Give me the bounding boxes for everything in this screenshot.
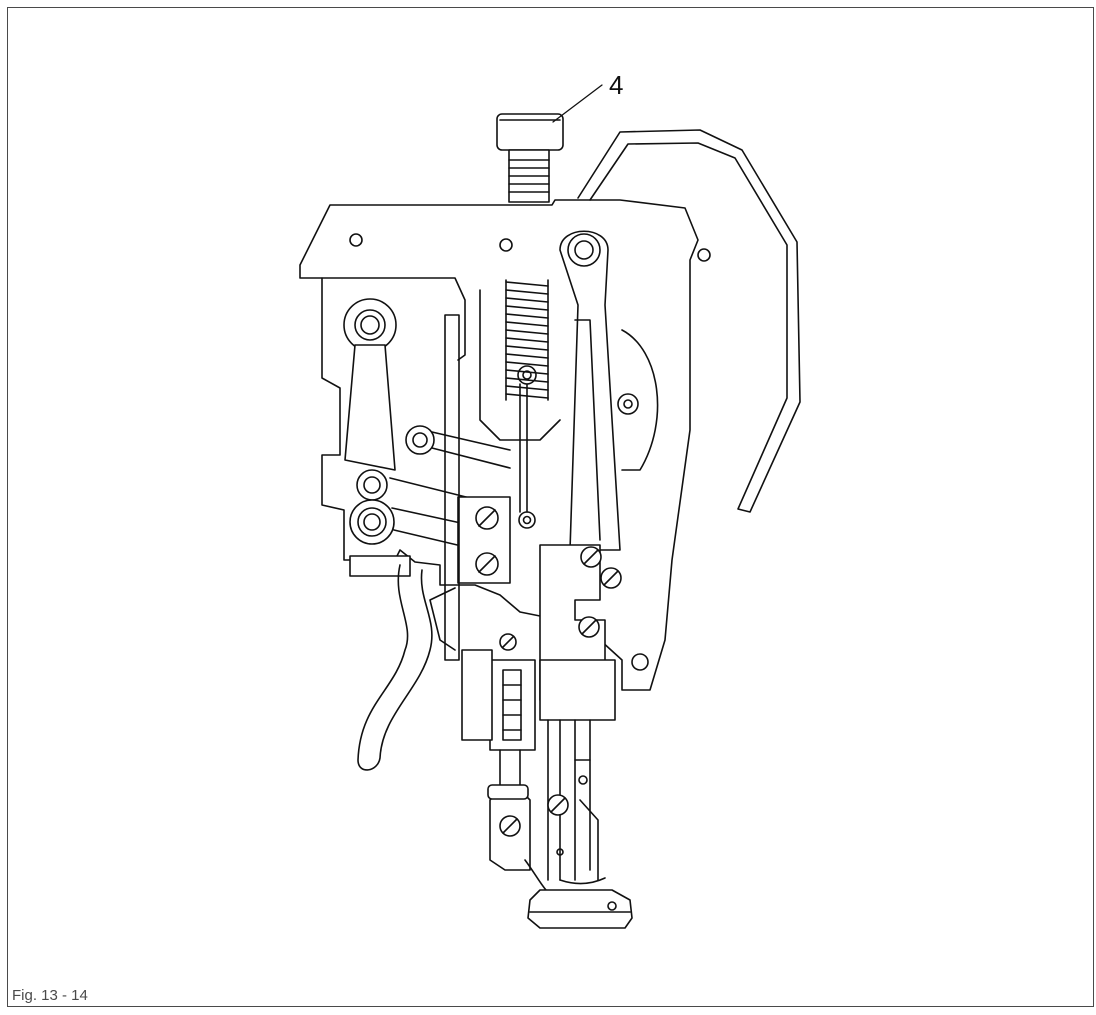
callout-leader-line bbox=[553, 85, 602, 122]
figure-frame bbox=[7, 7, 1094, 1007]
foot-lever bbox=[358, 565, 432, 770]
main-frame-plate bbox=[300, 200, 710, 690]
figure-caption: Fig. 13 - 14 bbox=[12, 987, 88, 1004]
presser-foot-shank bbox=[488, 750, 590, 900]
left-linkage bbox=[344, 299, 510, 576]
presser-foot bbox=[528, 878, 632, 928]
needle-bar-assembly bbox=[462, 634, 615, 880]
center-bracket bbox=[458, 366, 536, 583]
adjusting-screw bbox=[497, 114, 563, 202]
guide-wire bbox=[578, 130, 800, 512]
presser-bar bbox=[430, 315, 459, 660]
pivot-arm bbox=[560, 231, 658, 550]
callout-label-4: 4 bbox=[609, 70, 624, 100]
